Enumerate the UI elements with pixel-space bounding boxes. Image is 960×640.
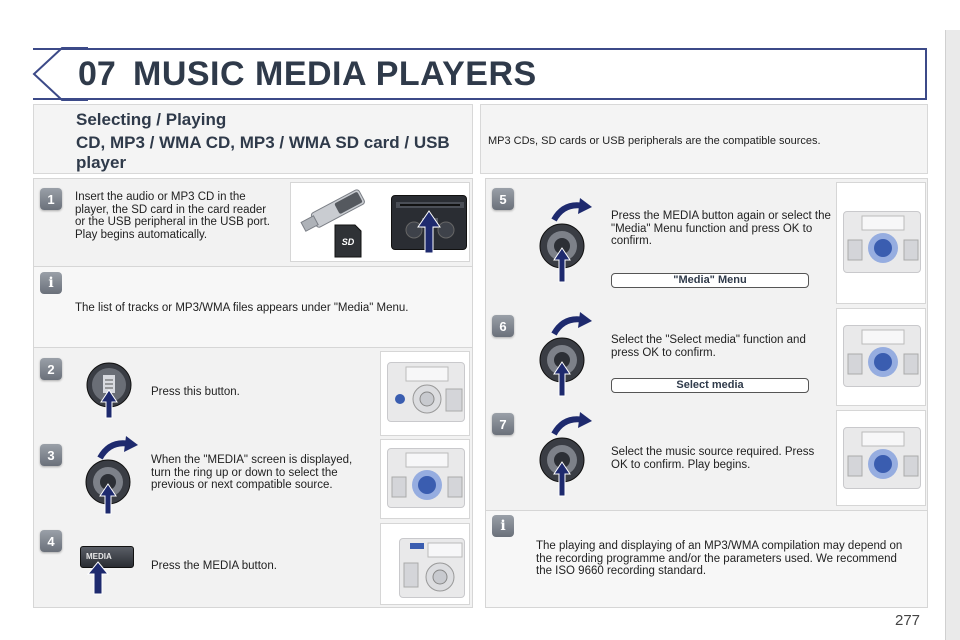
up-arrow-icon bbox=[86, 561, 110, 595]
media-button-icon bbox=[86, 362, 132, 419]
step-7-illustration bbox=[836, 410, 926, 506]
left-info-text: The list of tracks or MP3/WMA files appe… bbox=[75, 302, 409, 314]
up-arrow-icon bbox=[417, 210, 441, 254]
page-edge-strip bbox=[945, 30, 960, 640]
radio-console-icon bbox=[387, 362, 465, 422]
section-title-box bbox=[33, 104, 473, 174]
step-7-badge: 7 bbox=[492, 413, 514, 435]
step-6-illustration bbox=[836, 308, 926, 406]
step-2-badge: 2 bbox=[40, 358, 62, 380]
radio-console-icon bbox=[843, 211, 921, 273]
step-1-text: Insert the audio or MP3 CD in the player… bbox=[75, 191, 270, 241]
media-button-icon: MEDIA bbox=[80, 546, 134, 568]
step-1-illustration: SD bbox=[290, 182, 470, 262]
radio-console-icon bbox=[843, 427, 921, 489]
step-4-text: Press the MEDIA button. bbox=[151, 560, 277, 572]
step-3-text: When the "MEDIA" screen is displayed, tu… bbox=[151, 454, 353, 491]
chapter-number: 07 bbox=[78, 55, 116, 93]
step-5-illustration bbox=[836, 182, 926, 304]
step-2-illustration bbox=[380, 351, 470, 436]
rotary-knob-icon bbox=[539, 312, 592, 397]
radio-console-icon bbox=[843, 325, 921, 387]
usb-stick-icon bbox=[300, 189, 365, 232]
header-slant-decor bbox=[32, 47, 88, 101]
step-2-text: Press this button. bbox=[151, 386, 240, 398]
step-5-text: Press the MEDIA button again or select t… bbox=[611, 210, 831, 247]
info-icon: i bbox=[492, 515, 514, 537]
step-3-badge: 3 bbox=[40, 444, 62, 466]
step-4-illustration bbox=[380, 523, 470, 605]
radio-console-icon bbox=[399, 538, 465, 598]
step-5-badge: 5 bbox=[492, 188, 514, 210]
rotary-knob-icon bbox=[539, 198, 592, 283]
section-subtitle: CD, MP3 / WMA CD, MP3 / WMA SD card / US… bbox=[76, 133, 450, 172]
left-info-box bbox=[33, 266, 473, 348]
info-icon: i bbox=[40, 272, 62, 294]
step-1-badge: 1 bbox=[40, 188, 62, 210]
page-number: 277 bbox=[895, 612, 921, 629]
section-title: Selecting / Playing bbox=[76, 110, 227, 129]
intro-box bbox=[480, 104, 928, 174]
chapter-header-frame bbox=[33, 48, 927, 100]
rotary-knob-icon bbox=[539, 412, 592, 497]
right-info-box bbox=[485, 510, 928, 608]
step-6-badge: 6 bbox=[492, 315, 514, 337]
step-6-text: Select the "Select media" function and p… bbox=[611, 334, 806, 359]
select-media-label: Select media bbox=[611, 378, 809, 393]
radio-console-icon bbox=[387, 448, 465, 508]
intro-text: MP3 CDs, SD cards or USB peripherals are… bbox=[488, 135, 821, 147]
step-3-illustration bbox=[380, 439, 470, 519]
step-4-badge: 4 bbox=[40, 530, 62, 552]
step-7-text: Select the music source required. Press … bbox=[611, 446, 815, 471]
rotary-knob-icon bbox=[85, 436, 138, 515]
media-menu-label: "Media" Menu bbox=[611, 273, 809, 288]
right-info-text: The playing and displaying of an MP3/WMA… bbox=[536, 540, 903, 577]
chapter-title: MUSIC MEDIA PLAYERS bbox=[133, 55, 537, 93]
svg-text:SD: SD bbox=[342, 237, 355, 247]
media-button-label: MEDIA bbox=[86, 552, 112, 561]
sd-card-icon: SD bbox=[334, 224, 362, 258]
